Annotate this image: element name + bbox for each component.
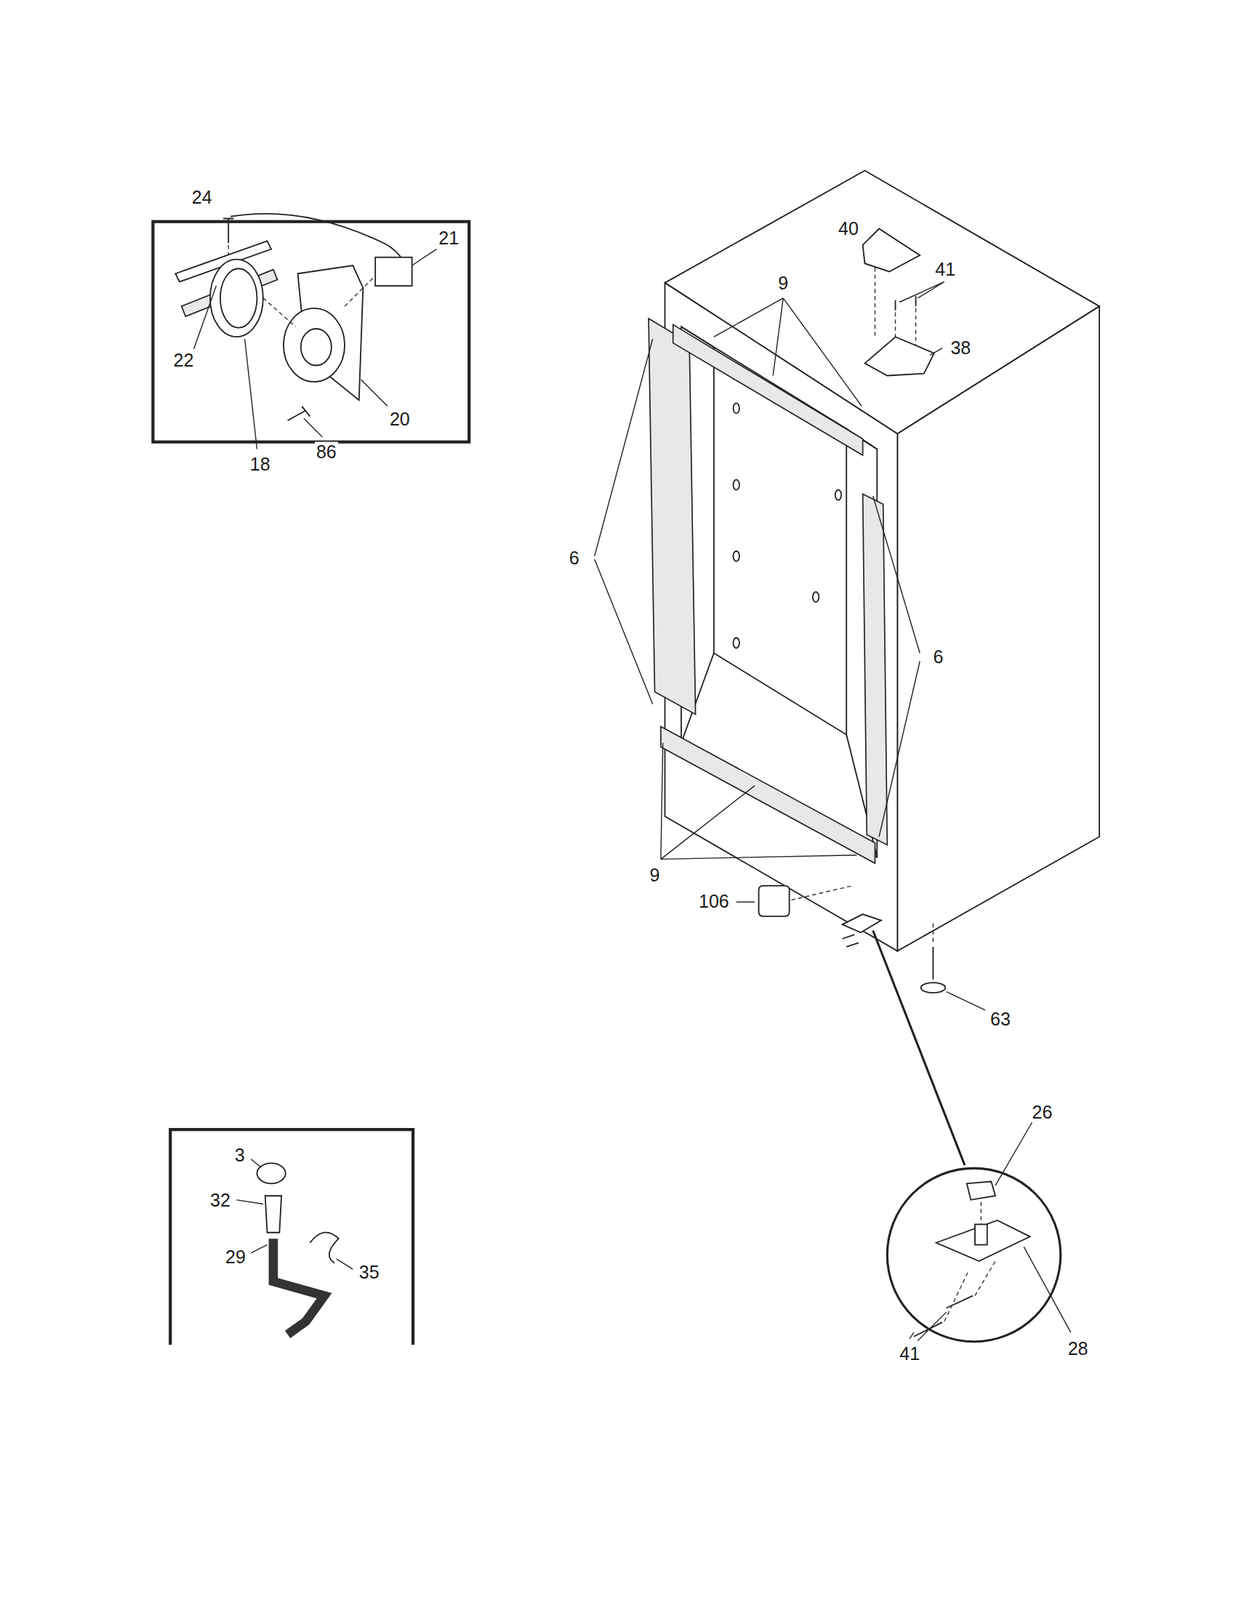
callout-number: 41 — [897, 1343, 922, 1364]
callout-number: 24 — [190, 186, 214, 207]
callout-number: 28 — [1066, 1338, 1090, 1359]
cabinet — [594, 170, 1100, 1342]
callout-number: 20 — [388, 409, 412, 429]
light-inset — [152, 213, 469, 450]
gasket — [863, 493, 888, 845]
gasket — [673, 324, 864, 456]
callout-number: 26 — [1030, 1101, 1055, 1122]
hinge-cover — [863, 229, 921, 272]
rod — [273, 1238, 325, 1335]
bottom-hinge — [842, 913, 882, 933]
callout-number: 22 — [172, 350, 196, 371]
switch — [375, 257, 412, 286]
callout-number: 38 — [948, 338, 973, 358]
leveler — [921, 982, 946, 993]
pin — [974, 1223, 988, 1244]
callout-number: 106 — [697, 890, 731, 911]
screw — [287, 406, 311, 421]
button — [256, 1162, 286, 1183]
callout-number: 35 — [357, 1262, 381, 1282]
gasket — [660, 726, 876, 864]
hinge-bracket — [936, 1220, 1031, 1261]
callout-number: 9 — [648, 865, 662, 885]
detail-circle — [887, 1167, 1061, 1341]
socket — [283, 308, 345, 382]
lens — [210, 259, 264, 338]
hinge-plate — [864, 336, 934, 376]
callout-number: 9 — [776, 272, 790, 293]
callout-number: 41 — [933, 259, 957, 280]
screw — [223, 218, 234, 243]
bushing — [265, 1195, 282, 1232]
callout-number: 21 — [436, 227, 461, 248]
handle-inset — [170, 1129, 413, 1345]
nut — [966, 1181, 996, 1200]
cabinet-side — [897, 306, 1100, 951]
callout-number: 29 — [223, 1246, 248, 1267]
callout-number: 6 — [931, 647, 945, 667]
callout-number: 32 — [208, 1189, 232, 1210]
screw — [895, 295, 917, 311]
callout-number: 40 — [836, 218, 861, 239]
callout-number: 63 — [988, 1009, 1013, 1029]
callout-number: 18 — [248, 454, 272, 475]
callout-number: 3 — [233, 1144, 247, 1165]
gasket — [648, 318, 696, 714]
cover — [759, 885, 790, 917]
clip — [309, 1232, 339, 1263]
callout-number: 86 — [314, 442, 339, 462]
callout-number: 6 — [567, 548, 581, 568]
